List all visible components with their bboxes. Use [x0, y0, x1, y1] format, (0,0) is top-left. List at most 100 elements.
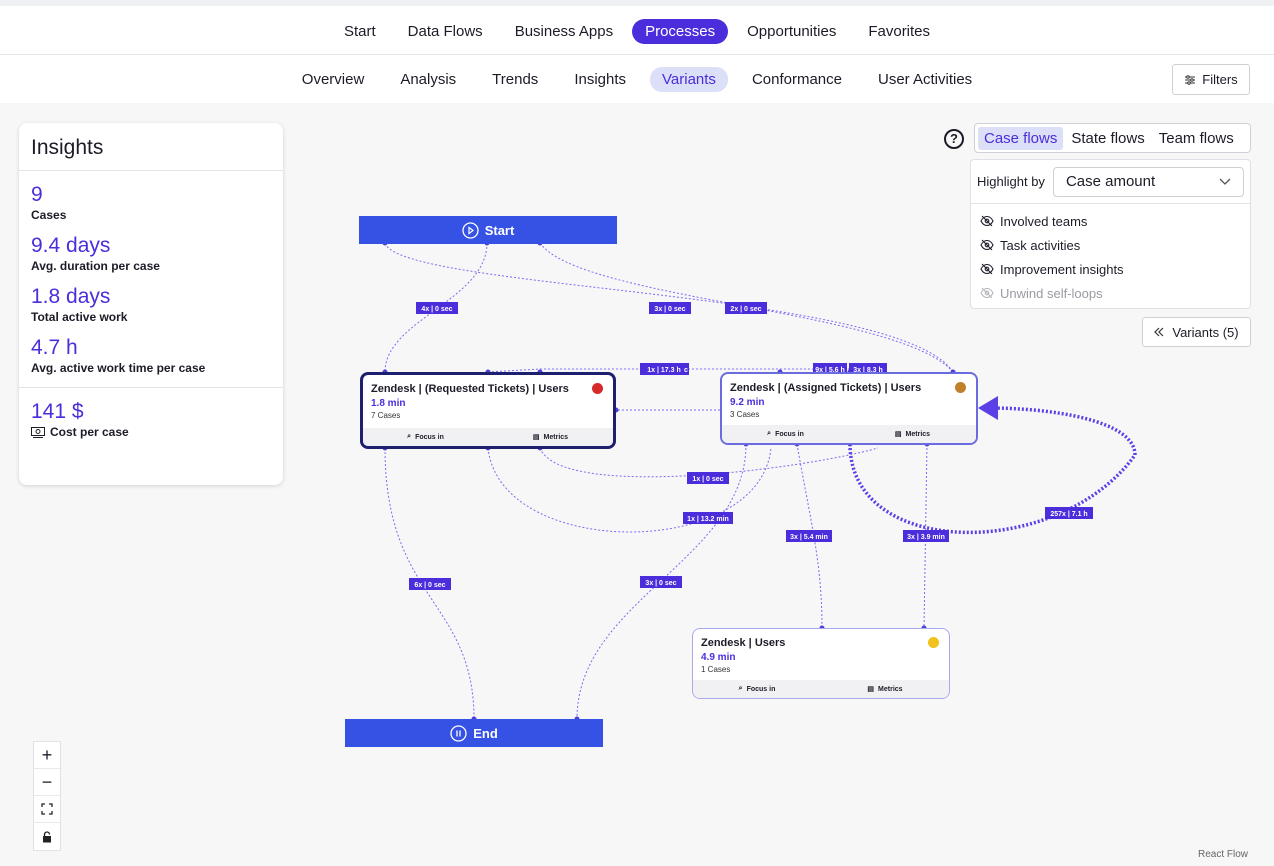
variants-button[interactable]: Variants (5): [1142, 317, 1251, 347]
end-label: End: [473, 725, 498, 741]
metrics-icon: ▤: [894, 431, 902, 438]
edge-label-bg: [409, 578, 451, 590]
flow-toggle-case-flows[interactable]: Case flows: [978, 126, 1064, 150]
flow-toggle-team-flows[interactable]: Team flows: [1158, 129, 1234, 147]
edge-label: 3x | 8.3 h: [853, 367, 883, 374]
zoom-in-icon: ⌕: [738, 685, 743, 692]
metric-value: 9: [31, 183, 43, 206]
focus-in-button[interactable]: ⌕Focus in: [722, 425, 849, 443]
process-node-requested[interactable]: Zendesk | (Requested Tickets) | Users 1.…: [360, 372, 616, 449]
tab-insights[interactable]: Insights: [574, 71, 627, 88]
metrics-button[interactable]: ▤Metrics: [821, 680, 949, 698]
eye-off-icon: [980, 263, 994, 275]
tab-variants[interactable]: Variants: [650, 67, 728, 92]
node-title: Zendesk | Users: [701, 637, 786, 649]
focus-label: Focus in: [746, 685, 776, 693]
node-duration: 1.8 min: [371, 398, 406, 409]
edge-label: c: [684, 367, 688, 374]
node-cases: 7 Cases: [371, 411, 401, 420]
toggle-involved-teams[interactable]: Involved teams: [971, 209, 1250, 233]
focus-in-button[interactable]: ⌕Focus in: [693, 680, 821, 698]
topnav-item-start[interactable]: Start: [343, 23, 376, 40]
edge-label-bg: [640, 576, 682, 588]
toggle-label: Task activities: [1000, 237, 1081, 253]
fit-view-icon: [41, 803, 53, 815]
edge-label-bg: [903, 530, 949, 542]
edge-label: 1x | 13.2 min: [687, 516, 729, 523]
topnav-item-favorites[interactable]: Favorites: [868, 23, 931, 40]
edge-label-bg: [649, 302, 691, 314]
tab-conformance[interactable]: Conformance: [751, 71, 842, 88]
topnav-item-business-apps[interactable]: Business Apps: [514, 23, 614, 40]
metric-label: Cost per case: [50, 425, 129, 439]
metrics-button[interactable]: ▤Metrics: [488, 428, 613, 446]
help-icon[interactable]: ?: [944, 129, 964, 149]
insights-panel: Insights 9 Cases 9.4 days Avg. duration …: [19, 123, 283, 485]
metric-total-active: 1.8 days Total active work: [19, 285, 283, 324]
filters-label: Filters: [1202, 72, 1238, 87]
eye-off-icon: [980, 215, 994, 227]
highlight-value: Case amount: [1065, 173, 1156, 190]
flow-type-toggle: Case flows State flows Team flows: [974, 123, 1251, 153]
fit-view-button[interactable]: [34, 796, 60, 823]
top-navigation: Start Data Flows Business Apps Processes Opp…: [0, 0, 1274, 55]
lock-button[interactable]: [34, 823, 60, 850]
metrics-label: Metrics: [543, 433, 569, 441]
focus-in-button[interactable]: ⌕Focus in: [363, 428, 488, 446]
metric-value: 1.8 days: [31, 285, 111, 308]
metric-label: Total active work: [31, 310, 128, 324]
metrics-button[interactable]: ▤Metrics: [849, 425, 976, 443]
edge-label-bg: [416, 302, 458, 314]
flow-toggle-state-flows[interactable]: State flows: [1071, 129, 1145, 147]
topnav-item-data-flows[interactable]: Data Flows: [407, 23, 483, 40]
edge-label: 9x | 5.6 h: [815, 367, 845, 374]
process-node-users[interactable]: Zendesk | Users 4.9 min 1 Cases ⌕Focus i…: [692, 628, 950, 699]
metric-value: 4.7 h: [31, 336, 78, 359]
end-node[interactable]: End: [345, 719, 603, 747]
highlight-select[interactable]: Case amount: [1052, 166, 1244, 197]
topnav-item-processes[interactable]: Processes: [632, 19, 729, 44]
edge-label: 3x | 0 sec: [645, 580, 676, 587]
metric-cost: 141 $ Cost per case: [19, 400, 283, 439]
zoom-controls: + −: [33, 741, 61, 851]
zoom-in-button[interactable]: +: [34, 742, 60, 769]
edge-label: 4x | 0 sec: [421, 306, 452, 313]
lock-icon: [43, 830, 51, 842]
focus-label: Focus in: [775, 430, 804, 438]
zoom-in-icon: ⌕: [407, 433, 412, 440]
toggle-task-activities[interactable]: Task activities: [971, 233, 1250, 257]
metric-value: 9.4 days: [31, 234, 111, 257]
metric-avg-duration: 9.4 days Avg. duration per case: [19, 234, 283, 273]
zoom-in-icon: ⌕: [767, 430, 772, 437]
topnav-item-opportunities[interactable]: Opportunities: [747, 23, 837, 40]
start-label: Start: [484, 222, 515, 238]
filters-button[interactable]: Filters: [1172, 64, 1250, 95]
edge-label-bg: [725, 302, 767, 314]
start-node[interactable]: Start: [359, 216, 617, 244]
toggle-unwind-self-loops[interactable]: Unwind self-loops: [971, 281, 1250, 305]
chevron-down-icon: [1219, 178, 1231, 185]
insights-title: Insights: [19, 123, 283, 171]
tab-trends[interactable]: Trends: [492, 71, 539, 88]
tab-overview[interactable]: Overview: [301, 71, 365, 88]
edge-label-bg: [1045, 507, 1093, 519]
edge-requested-loop-2: [487, 447, 772, 533]
edge-label: 6x | 0 sec: [414, 582, 445, 589]
toggle-label: Unwind self-loops: [1000, 285, 1103, 301]
toggle-improvement-insights[interactable]: Improvement insights: [971, 257, 1250, 281]
money-icon: [31, 426, 45, 438]
edge-label: 257x | 7.1 h: [1050, 511, 1087, 518]
status-dot: [928, 637, 939, 648]
node-duration: 9.2 min: [730, 397, 765, 408]
metric-label: Cases: [31, 208, 67, 222]
tab-analysis[interactable]: Analysis: [400, 71, 457, 88]
status-dot: [955, 382, 966, 393]
attribution[interactable]: React Flow: [1197, 849, 1248, 860]
edge-label: 1x | 0 sec: [692, 476, 723, 483]
edge-label-bg: [683, 363, 689, 375]
focus-label: Focus in: [415, 433, 444, 441]
process-node-assigned[interactable]: Zendesk | (Assigned Tickets) | Users 9.2…: [720, 372, 978, 445]
tab-user-activities[interactable]: User Activities: [877, 71, 973, 88]
zoom-out-button[interactable]: −: [34, 769, 60, 796]
